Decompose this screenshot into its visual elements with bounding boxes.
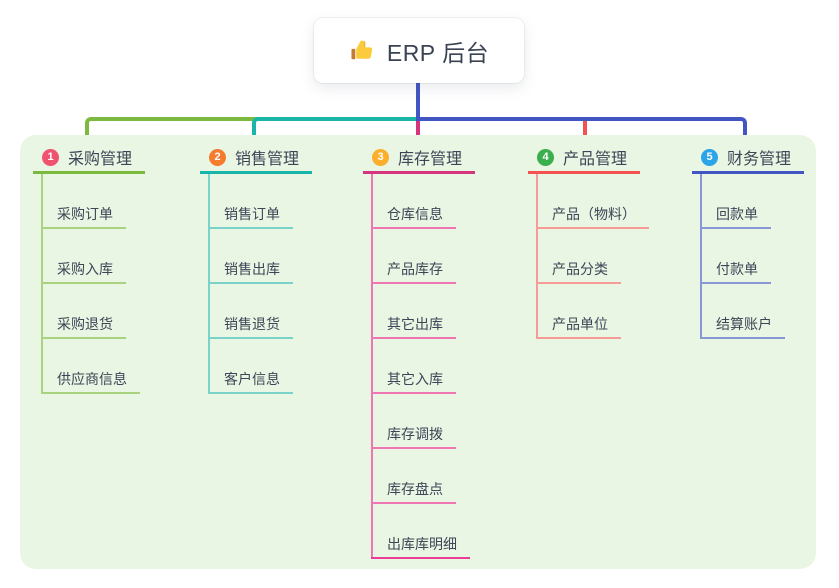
branch-child-line	[536, 174, 538, 339]
child-node[interactable]: 客户信息	[208, 367, 293, 394]
mindmap-panel	[20, 135, 816, 569]
root-node[interactable]: ERP 后台	[314, 18, 524, 83]
branch-node-2[interactable]: 2 销售管理	[200, 146, 312, 174]
branch-node-5[interactable]: 5 财务管理	[692, 146, 804, 174]
child-node[interactable]: 采购入库	[41, 257, 126, 284]
child-node[interactable]: 库存盘点	[371, 477, 456, 504]
child-node[interactable]: 库存调拨	[371, 422, 456, 449]
child-node[interactable]: 供应商信息	[41, 367, 140, 394]
root-title: ERP 后台	[386, 39, 490, 66]
branch-node-1[interactable]: 1 采购管理	[33, 146, 145, 174]
branch-child-line	[208, 174, 210, 394]
child-node[interactable]: 采购订单	[41, 202, 126, 229]
child-node[interactable]: 回款单	[700, 202, 771, 229]
branch-label: 产品管理	[563, 151, 628, 168]
child-node[interactable]: 结算账户	[700, 312, 785, 339]
child-node[interactable]: 其它入库	[371, 367, 456, 394]
branch-label: 库存管理	[398, 151, 463, 168]
child-node[interactable]: 产品分类	[536, 257, 621, 284]
branch-child-line	[700, 174, 702, 339]
connector-root	[416, 83, 420, 121]
branch-child-line	[41, 174, 43, 394]
branch-label: 销售管理	[235, 151, 300, 168]
branch-child-line	[371, 174, 373, 559]
child-node[interactable]: 销售出库	[208, 257, 293, 284]
connector-branch-2	[252, 117, 418, 143]
child-node[interactable]: 采购退货	[41, 312, 126, 339]
child-node[interactable]: 付款单	[700, 257, 771, 284]
branch-node-4[interactable]: 4 产品管理	[528, 146, 640, 174]
child-node[interactable]: 产品库存	[371, 257, 456, 284]
connector-branch-5	[418, 117, 747, 143]
branch-badge: 2	[209, 148, 226, 166]
child-node[interactable]: 产品单位	[536, 312, 621, 339]
child-node[interactable]: 销售退货	[208, 312, 293, 339]
child-node[interactable]: 其它出库	[371, 312, 456, 339]
branch-node-3[interactable]: 3 库存管理	[363, 146, 475, 174]
connector-branch-1	[85, 117, 418, 143]
child-node[interactable]: 仓库信息	[371, 202, 456, 229]
connector-branch-4	[583, 121, 587, 143]
child-node[interactable]: 销售订单	[208, 202, 293, 229]
thumbs-up-icon	[349, 37, 376, 64]
child-node[interactable]: 产品（物料）	[536, 202, 649, 229]
branch-label: 财务管理	[727, 151, 792, 168]
child-node[interactable]: 出库库明细	[371, 532, 470, 559]
connector-branch-3	[416, 121, 420, 147]
branch-label: 采购管理	[68, 151, 133, 168]
branch-badge: 1	[42, 148, 59, 166]
branch-badge: 5	[701, 148, 718, 166]
branch-badge: 4	[537, 148, 554, 166]
branch-badge: 3	[372, 148, 389, 166]
